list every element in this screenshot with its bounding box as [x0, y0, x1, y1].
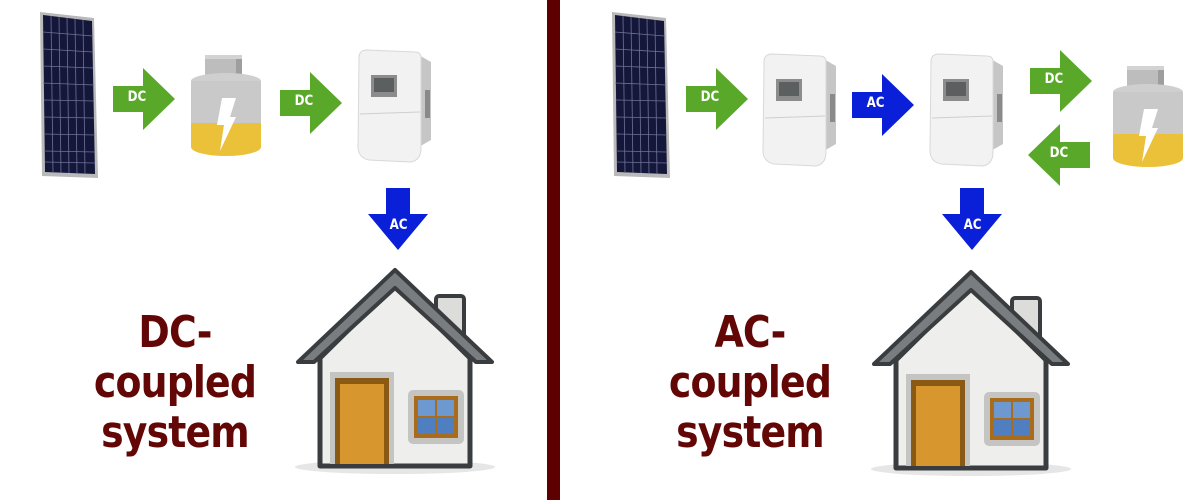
panel-divider: [547, 0, 560, 500]
inverter-icon: [355, 48, 435, 166]
dc-arrow-right: DC: [280, 72, 342, 134]
solar-panel-icon: [610, 10, 672, 180]
dc-arrow-left: DC: [1028, 124, 1090, 186]
inverter-icon: [760, 52, 840, 170]
battery-icon: [1112, 66, 1184, 168]
inverter-icon: [927, 52, 1007, 170]
battery-icon: [190, 55, 262, 157]
dc-arrow-label: DC: [1049, 145, 1069, 161]
dc-arrow-label: DC: [1044, 71, 1064, 87]
dc-arrow-right: DC: [1030, 50, 1092, 112]
house-icon: [290, 262, 500, 474]
dc-arrow-right: DC: [113, 68, 175, 130]
ac-arrow-label: AC: [389, 217, 408, 233]
house-icon: [866, 264, 1076, 476]
right-panel-ac-coupled: DC AC DC DC: [560, 0, 1200, 500]
ac-arrow-label: AC: [866, 95, 885, 111]
solar-panel-icon: [38, 10, 100, 180]
dc-arrow-label: DC: [294, 93, 314, 109]
title-line-1: DC-coupled: [93, 307, 257, 408]
ac-coupled-title: AC-coupled system: [638, 308, 862, 458]
left-panel-dc-coupled: DC DC AC: [0, 0, 547, 500]
title-line-2: system: [101, 407, 250, 458]
dc-arrow-label: DC: [127, 89, 147, 105]
ac-arrow-down: AC: [368, 188, 428, 250]
dc-arrow-right: DC: [686, 68, 748, 130]
title-line-2: system: [676, 407, 825, 458]
ac-arrow-label: AC: [963, 217, 982, 233]
ac-arrow-down: AC: [942, 188, 1002, 250]
dc-coupled-title: DC-coupled system: [63, 308, 287, 458]
title-line-1: AC-coupled: [668, 307, 832, 408]
dc-arrow-label: DC: [700, 89, 720, 105]
ac-arrow-right: AC: [852, 74, 914, 136]
